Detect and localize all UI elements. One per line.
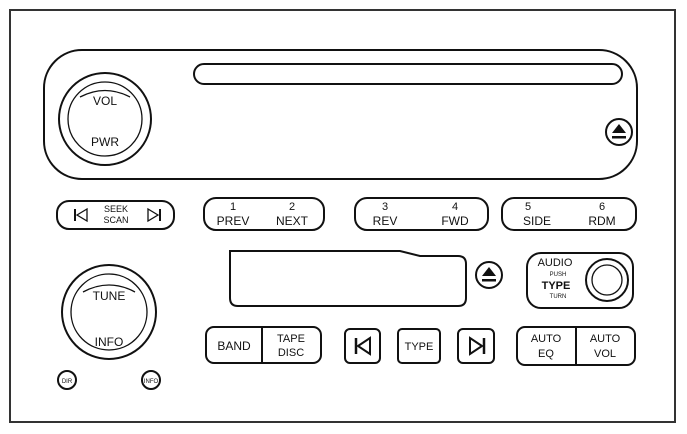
eject-cd-button[interactable] <box>605 118 633 146</box>
tune-info-knob[interactable]: TUNE INFO <box>61 264 157 360</box>
dir-small-button[interactable]: DIR <box>57 370 77 390</box>
svg-text:INFO: INFO <box>144 379 159 385</box>
band-label: BAND <box>217 339 251 353</box>
seek-forward-icon <box>147 207 161 223</box>
pwr-label: PWR <box>91 135 119 149</box>
tune-label: TUNE <box>93 289 126 303</box>
preset-3-4-button[interactable]: 3 REV 4 FWD <box>354 197 489 231</box>
preset-5-6-button[interactable]: 5 SIDE 6 RDM <box>501 197 637 231</box>
scan-label: SCAN <box>103 215 128 225</box>
rdm-label: RDM <box>588 214 615 228</box>
svg-text:3: 3 <box>382 201 388 213</box>
audio-label: AUDIO <box>538 257 573 269</box>
type-button[interactable]: TYPE <box>397 328 441 364</box>
band-button[interactable]: BAND <box>217 339 251 353</box>
push-label: PUSH <box>550 272 567 278</box>
track-back-icon <box>354 336 371 356</box>
track-forward-icon <box>469 336 486 356</box>
side-label: SIDE <box>523 214 551 228</box>
turn-label: TURN <box>550 294 567 300</box>
auto-eq-button[interactable]: AUTO EQ <box>531 333 562 360</box>
svg-text:2: 2 <box>289 201 295 213</box>
diagram-frame <box>9 9 676 423</box>
vol-pwr-knob[interactable]: VOL PWR <box>58 72 152 166</box>
prev-label: PREV <box>217 214 250 228</box>
svg-text:6: 6 <box>599 201 605 213</box>
seek-label: SEEK <box>104 204 128 214</box>
svg-text:5: 5 <box>525 201 531 213</box>
svg-text:4: 4 <box>452 201 458 213</box>
svg-text:AUTO: AUTO <box>531 333 562 345</box>
seek-scan-button[interactable]: SEEK SCAN <box>56 200 175 230</box>
rev-label: REV <box>373 214 398 228</box>
auto-vol-button[interactable]: AUTO VOL <box>590 333 621 360</box>
band-tape-disc-group <box>205 326 322 364</box>
preset-1-2-button[interactable]: 1 PREV 2 NEXT <box>203 197 325 231</box>
vol-auto-label: VOL <box>594 348 616 360</box>
cd-slot <box>193 63 623 85</box>
fwd-label: FWD <box>441 214 469 228</box>
eq-label: EQ <box>538 348 554 360</box>
next-label: NEXT <box>276 214 309 228</box>
svg-text:DIR: DIR <box>62 379 73 385</box>
type-label: TYPE <box>405 341 434 353</box>
info-knob-label: INFO <box>95 335 124 349</box>
audio-knob[interactable]: AUDIO PUSH TYPE TURN <box>526 252 634 309</box>
tape-label: TAPE <box>277 333 305 345</box>
upper-panel <box>43 49 638 180</box>
svg-text:AUTO: AUTO <box>590 333 621 345</box>
type-knob-label: TYPE <box>542 280 571 292</box>
seek-back-icon <box>74 207 88 223</box>
eject-tape-button[interactable] <box>475 261 503 289</box>
next-track-button[interactable] <box>457 328 495 364</box>
svg-text:1: 1 <box>230 201 236 213</box>
eject-icon <box>482 267 496 276</box>
auto-buttons-group <box>516 326 636 366</box>
vol-label: VOL <box>93 94 117 108</box>
prev-track-button[interactable] <box>344 328 381 364</box>
eject-icon <box>612 124 626 133</box>
disc-label: DISC <box>278 347 304 359</box>
tape-disc-button[interactable]: TAPE DISC <box>277 333 305 359</box>
tape-slot <box>229 250 467 307</box>
info-small-button[interactable]: INFO <box>141 370 161 390</box>
